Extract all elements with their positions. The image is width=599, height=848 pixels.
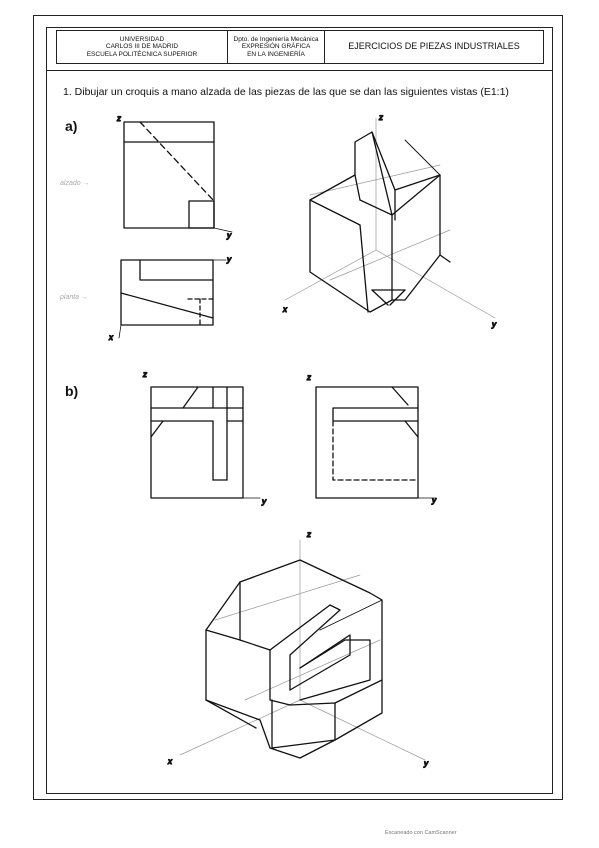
planta-note: planta → [60, 294, 89, 301]
a-front-y-label: y [226, 231, 232, 240]
a-iso-x-label: x [282, 305, 288, 314]
a-top-y-label: y [226, 255, 232, 264]
inner-border [46, 27, 553, 794]
header-divider [46, 70, 553, 71]
a-front-z-label: z [116, 114, 121, 123]
b-iso-z-label: z [306, 530, 311, 539]
b-side-view [315, 386, 437, 499]
b-isometric-sketch [179, 539, 426, 761]
department-line-3: EN LA INGENIERÍA [247, 50, 305, 58]
department-cell: Dpto. de Ingeniería Mecánica EXPRESIÓN G… [228, 31, 325, 63]
department-line-2: EXPRESIÓN GRÁFICA [241, 43, 311, 51]
b-side-y-label: y [431, 496, 437, 505]
sheet-title: EJERCICIOS DE PIEZAS INDUSTRIALES [348, 41, 520, 52]
university-cell: UNIVERSIDAD CARLOS III DE MADRID ESCUELA… [57, 31, 228, 63]
outer-border [33, 15, 563, 800]
sheet-title-cell: EJERCICIOS DE PIEZAS INDUSTRIALES [325, 31, 543, 63]
a-top-view [118, 259, 227, 339]
a-isometric-sketch [284, 117, 496, 319]
section-a-label: a) [65, 118, 78, 134]
a-iso-z-label: z [378, 113, 383, 122]
university-line-1: UNIVERSIDAD [119, 35, 165, 43]
section-b-label: b) [65, 383, 79, 399]
scanner-footer: Escaneado con CamScanner [385, 830, 457, 836]
b-side-z-label: z [306, 373, 311, 382]
b-front-y-label: y [261, 497, 267, 506]
a-front-view [123, 121, 233, 233]
a-iso-y-label: y [491, 320, 497, 329]
a-top-x-label: x [108, 333, 114, 342]
b-front-view [150, 386, 261, 499]
title-block: UNIVERSIDAD CARLOS III DE MADRID ESCUELA… [56, 30, 544, 64]
b-front-z-label: z [142, 370, 147, 379]
exercise-statement: 1. Dibujar un croquis a mano alzada de l… [63, 86, 509, 98]
alzado-note: alzado → [60, 180, 90, 187]
b-iso-x-label: x [167, 757, 173, 766]
department-line-1: Dpto. de Ingeniería Mecánica [233, 35, 319, 43]
university-line-2: CARLOS III DE MADRID [105, 43, 179, 51]
b-iso-y-label: y [423, 759, 429, 768]
university-line-3: ESCUELA POLITÉCNICA SUPERIOR [86, 50, 198, 58]
